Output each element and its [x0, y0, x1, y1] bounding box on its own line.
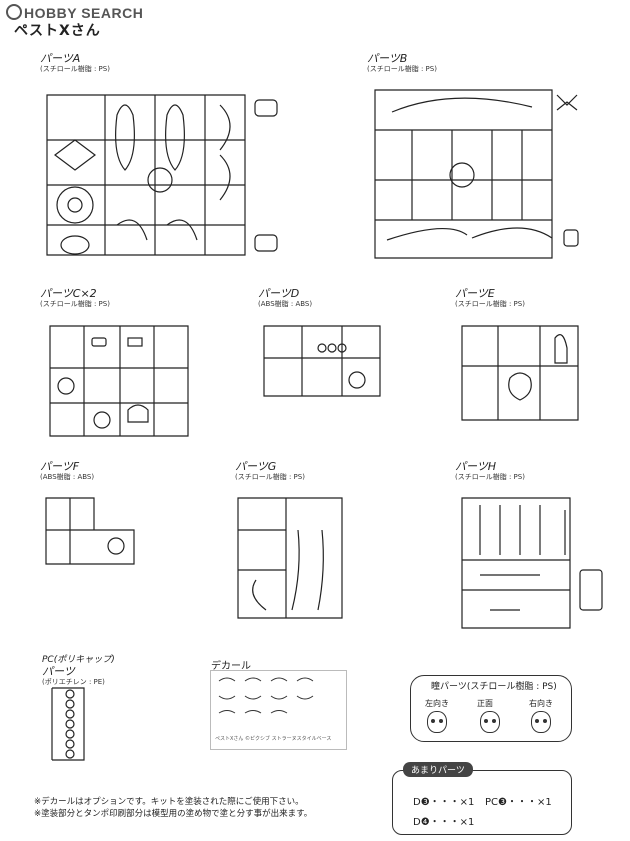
eye-face-left	[427, 711, 447, 733]
runner-c-label: パーツC×2(スチロール樹脂 : PS)	[40, 287, 110, 309]
leftover-item-d3: D❸・・・×1	[413, 797, 475, 808]
eye-view-front: 正面	[477, 699, 493, 708]
runner-a-label: パーツA(スチロール樹脂 : PS)	[40, 52, 110, 74]
eye-parts-label: 瞳パーツ	[431, 682, 467, 692]
runner-e-label: パーツE(スチロール樹脂 : PS)	[455, 287, 525, 309]
eye-parts-box: 瞳パーツ(スチロール樹脂 : PS) 左向き 正面 右向き	[410, 675, 572, 742]
runner-g	[236, 490, 346, 622]
runner-g-label: パーツG(スチロール樹脂 : PS)	[235, 460, 305, 482]
runner-pc	[48, 684, 88, 764]
runner-e	[460, 318, 580, 424]
leftover-item-pc3: PC❸・・・×1	[485, 797, 552, 808]
decal-label: デカール	[211, 661, 251, 672]
eye-parts-material: (スチロール樹脂 : PS)	[466, 682, 557, 692]
runner-f	[44, 490, 136, 566]
note-painting: ※塗装部分とタンポ印刷部分は模型用の塗め物で塗と分す事が出来ます。	[34, 809, 313, 819]
hobby-search-logo: HOBBY SEARCH	[6, 4, 143, 21]
runner-c	[48, 318, 190, 440]
runner-b	[372, 80, 584, 263]
eye-face-front	[480, 711, 500, 733]
runner-b-label: パーツB(スチロール樹脂 : PS)	[367, 52, 437, 74]
runner-f-label: パーツF(ABS樹脂 : ABS)	[40, 460, 95, 482]
decal-sheet: デカール ペストXさん ©ピクシブ ストラーヌスタイルベース	[210, 661, 347, 750]
decal-marks	[218, 677, 314, 714]
leftover-parts-box: あまりパーツ D❸・・・×1 PC❸・・・×1 D❹・・・×1	[392, 762, 572, 835]
eye-face-right	[531, 711, 551, 733]
decal-caption: ペストXさん ©ピクシブ ストラーヌスタイルベース	[215, 736, 332, 742]
runner-pc-label: PC(ポリキャップ)パーツ(ポリエチレン : PE)	[42, 655, 115, 686]
runner-d-label: パーツD(ABS樹脂 : ABS)	[258, 287, 313, 309]
eye-view-right: 右向き	[529, 699, 553, 708]
leftover-item-d4: D❹・・・×1	[413, 817, 475, 828]
runner-d	[262, 318, 382, 400]
page-title: ペストXさん	[14, 23, 101, 39]
runner-a	[45, 85, 285, 273]
runner-h-label: パーツH(スチロール樹脂 : PS)	[455, 460, 525, 482]
eye-view-left: 左向き	[425, 699, 449, 708]
runner-h	[460, 490, 610, 632]
note-decal: ※デカールはオプションです。キットを塗装された際にご使用下さい。	[34, 797, 304, 807]
leftover-header: あまりパーツ	[403, 762, 473, 777]
logo-icon	[6, 4, 22, 20]
